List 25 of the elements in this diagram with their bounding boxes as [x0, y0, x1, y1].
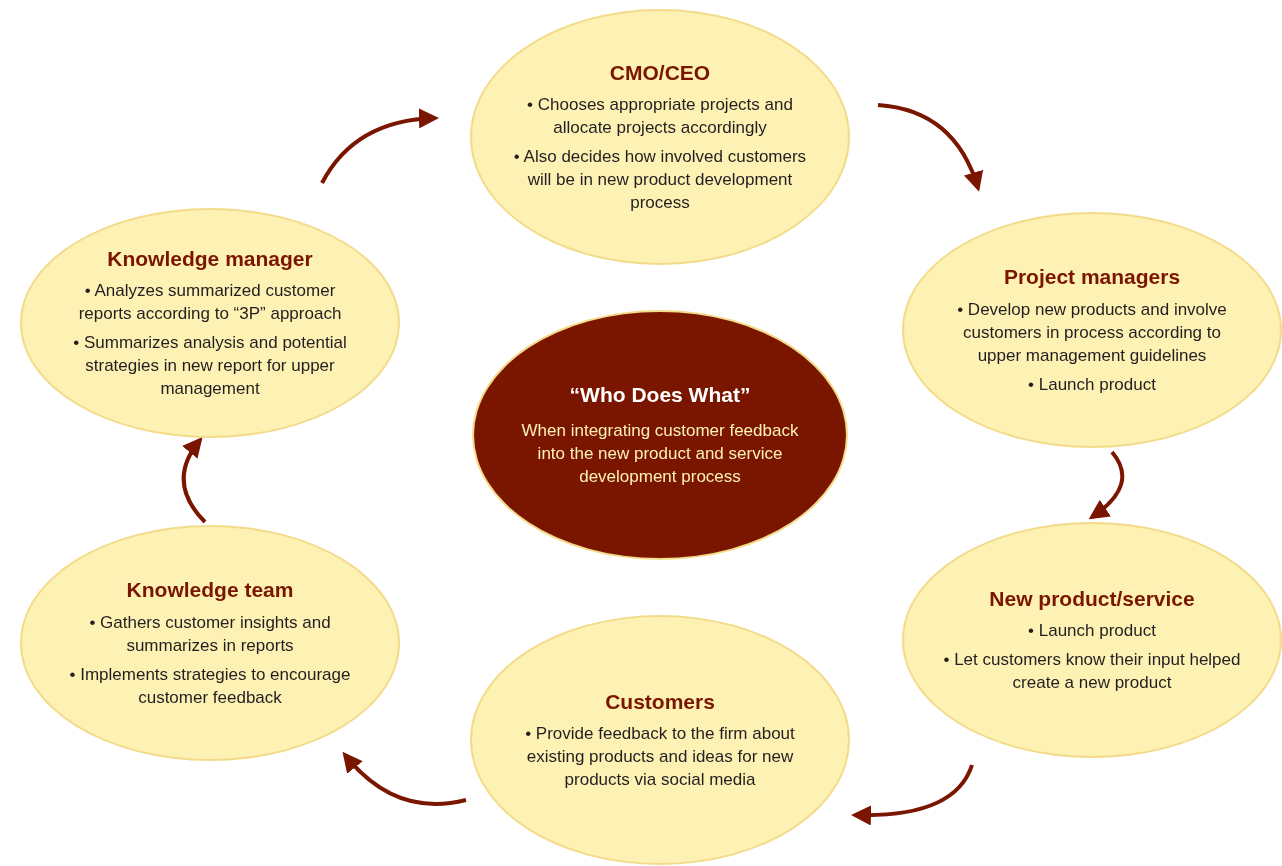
- node-heading: Knowledge team: [126, 577, 294, 604]
- curved-arrow: [320, 108, 439, 184]
- bullet-text: • Chooses appropriate projects and allocate projects accordingly: [526, 94, 794, 140]
- bullet-text: • Launch product: [1028, 620, 1156, 643]
- bullet-text: When integrating customer feedback into the new product and service development process: [520, 420, 800, 489]
- node-heading: “Who Does What”: [569, 381, 751, 408]
- curved-arrow: [851, 764, 974, 826]
- node-heading: Knowledge manager: [107, 246, 313, 272]
- node-heading: CMO/CEO: [609, 60, 711, 86]
- bullet-text: • Implements strategies to encourage customer feedback: [68, 663, 352, 709]
- curved-arrow: [181, 436, 207, 524]
- curved-arrow: [877, 103, 983, 192]
- node-heading: Project managers: [1003, 264, 1181, 291]
- bullet-text: • Summarizes analysis and potential strategies in new report for upper management: [72, 332, 348, 401]
- node-heading: Customers: [605, 688, 715, 715]
- node-heading: New product/service: [989, 585, 1195, 612]
- curved-arrow: [342, 751, 467, 806]
- curved-arrow: [1088, 450, 1125, 520]
- bullet-text: • Let customers know their input helped create a new product: [942, 649, 1242, 695]
- bullet-text: • Also decides how involved customers will be in new product development process: [512, 146, 808, 215]
- bullet-text: • Develop new products and involve customers in process according to upper management guidelines: [956, 298, 1228, 367]
- bullet-text: • Gathers customer insights and summarizes in reports: [88, 611, 332, 657]
- bullet-text: • Provide feedback to the firm about existing products and ideas for new products via social media: [524, 723, 796, 792]
- bullet-text: • Analyzes summarized customer reports according to “3P” approach: [77, 280, 343, 326]
- bullet-text: • Launch product: [1028, 373, 1156, 396]
